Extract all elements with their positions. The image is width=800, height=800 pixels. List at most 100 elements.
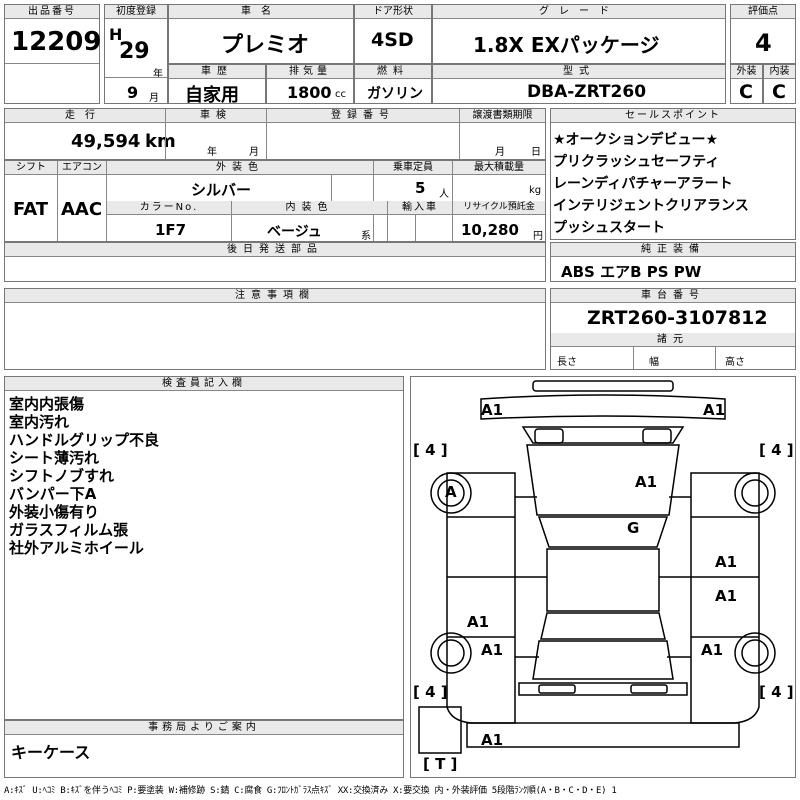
tire-front-left: [ 4 ]	[413, 441, 448, 459]
equipment-block: 純正装備 ABS エアB PS PW	[550, 242, 796, 282]
height-label: 高さ	[725, 357, 745, 368]
fuel-cell: 燃料 ガソリン	[354, 64, 432, 104]
mark-front-bumper-right: A1	[703, 401, 726, 419]
lot-number-cell: 出品番号 12209	[4, 4, 102, 104]
car-name-label: 車名	[169, 5, 353, 19]
equipment-value: ABS エアB PS PW	[561, 263, 702, 281]
insp-year-unit: 年	[207, 147, 217, 158]
model: DBA-ZRT260	[527, 82, 647, 102]
mileage-unit: km	[145, 131, 176, 152]
inspector-note: 社外アルミホイール	[9, 539, 144, 557]
ac-label: エアコン	[58, 161, 106, 175]
load-label: 最大積載量	[453, 161, 545, 175]
reg-month-unit: 月	[149, 93, 159, 104]
fuel-label: 燃料	[355, 65, 431, 79]
ac: AAC	[61, 199, 103, 220]
length-label: 長さ	[557, 357, 577, 368]
caution-block: 注意事項欄	[4, 288, 546, 370]
tire-rear-left: [ 4 ]	[413, 683, 448, 701]
displacement: 1800	[287, 83, 332, 102]
score: 4	[755, 29, 772, 57]
score-cell: 評価点 4	[730, 4, 796, 64]
mark-left-rear-door: A1	[467, 613, 490, 631]
chassis-block: 車台番号 ZRT260-3107812 諸元 長さ 幅 高さ	[550, 288, 796, 370]
spec-block: シフト FAT エアコン AAC 外装色 シルバー 乗車定員 5 人 最大積載量…	[4, 160, 546, 242]
capacity-unit: 人	[439, 189, 449, 200]
sales-point-line: プリクラッシュセーフティ	[553, 154, 720, 170]
inspector-note: バンパー下A	[9, 485, 97, 503]
equipment-label: 純正装備	[551, 243, 795, 257]
mark-rear-wheel-left: A1	[481, 641, 504, 659]
grade-cell: グレード 1.8X EXパッケージ	[432, 4, 726, 64]
transfer-label: 譲渡書類期限	[460, 109, 545, 123]
inspector-note: 外装小傷有り	[9, 503, 100, 521]
capacity-label: 乗車定員	[374, 161, 452, 175]
history-cell: 車歴 自家用	[168, 64, 266, 106]
mark-rear-wheel-right: A1	[701, 641, 724, 659]
mark-rear-bumper-left: A1	[481, 731, 504, 749]
era: H	[109, 25, 123, 44]
caution-label: 注意事項欄	[5, 289, 545, 303]
ext-grade: C	[739, 81, 753, 103]
grade-label: グレード	[433, 5, 725, 19]
interior-color-label: 内装色	[232, 201, 387, 215]
inspector-note: シート薄汚れ	[9, 449, 100, 467]
transfer-month-unit: 月	[495, 147, 505, 158]
spare-tire: [ T ]	[423, 755, 458, 773]
sales-points-block: セールスポイント ★オークションデビュー★ プリクラッシュセーフティ レーンディ…	[550, 108, 796, 240]
reg-no-label: 登録番号	[267, 109, 459, 123]
inspector-note: 室内内張傷	[9, 395, 85, 413]
int-grade-cell: 内装 C	[763, 64, 796, 104]
shift-label: シフト	[5, 161, 57, 175]
sales-points-label: セールスポイント	[551, 109, 795, 123]
inspector-note: ガラスフィルム張	[9, 521, 129, 539]
capacity: 5	[415, 179, 426, 197]
int-grade: C	[772, 81, 786, 103]
model-label: 型式	[433, 65, 725, 79]
header-block: 出品番号 12209 初度登録 H 29 年 9 月 車名 プレミオ 車歴 自家…	[4, 4, 796, 106]
load-unit: kg	[529, 185, 542, 196]
mark-right-rear-door: A1	[715, 587, 738, 605]
int-grade-label: 内装	[764, 65, 795, 79]
color-no-label: カラーNo.	[107, 201, 231, 215]
interior-color: ベージュ	[267, 224, 322, 240]
lot-number: 12209	[11, 27, 102, 57]
ext-grade-cell: 外装 C	[730, 64, 763, 104]
reg-year-unit: 年	[153, 69, 163, 80]
model-cell: 型式 DBA-ZRT260	[432, 64, 726, 104]
mark-right-front-door: A1	[715, 553, 738, 571]
transfer-day-unit: 日	[531, 147, 541, 158]
reg-year: 29	[119, 39, 150, 64]
score-label: 評価点	[731, 5, 795, 19]
displacement-cell: 排気量 1800 cc	[266, 64, 354, 104]
door-cell: ドア形状 4SD	[354, 4, 432, 64]
door-label: ドア形状	[355, 5, 431, 19]
interior-color-unit: 系	[361, 231, 371, 242]
sales-point-line: プッシュスタート	[553, 220, 665, 236]
mark-hood: A1	[635, 473, 658, 491]
insp-month-unit: 月	[249, 147, 259, 158]
inspector-note: ハンドルグリップ不良	[9, 431, 160, 449]
office-value: キーケース	[11, 743, 91, 762]
dims-label: 諸元	[551, 333, 795, 347]
car-outline-diagram	[418, 380, 776, 754]
color: シルバー	[191, 181, 252, 199]
import-label: 輸入車	[388, 201, 452, 215]
office-block: 事務局よりご案内 キーケース	[4, 720, 404, 778]
color-label: 外装色	[107, 161, 373, 175]
legend: A:ｷｽﾞ U:ﾍｺﾐ B:ｷｽﾞを伴うﾍｺﾐ P:要塗装 W:補修跡 S:錆 …	[4, 786, 617, 796]
sales-point-line: インテリジェントクリアランス	[553, 198, 749, 214]
sales-point-line: ★オークションデビュー★	[553, 132, 719, 148]
recycle-label: リサイクル預託金	[453, 201, 545, 215]
history-label: 車歴	[169, 65, 265, 79]
reg-month: 9	[127, 83, 139, 102]
first-registration-label: 初度登録	[105, 5, 167, 19]
inspector-note: 室内汚れ	[9, 413, 70, 431]
mileage-label: 走行	[5, 109, 165, 123]
displacement-label: 排気量	[267, 65, 353, 79]
fuel: ガソリン	[367, 86, 423, 102]
width-label: 幅	[649, 357, 659, 368]
later-parts-label: 後日発送部品	[5, 243, 545, 257]
history: 自家用	[185, 85, 239, 106]
inspector-label: 検査員記入欄	[5, 377, 403, 391]
